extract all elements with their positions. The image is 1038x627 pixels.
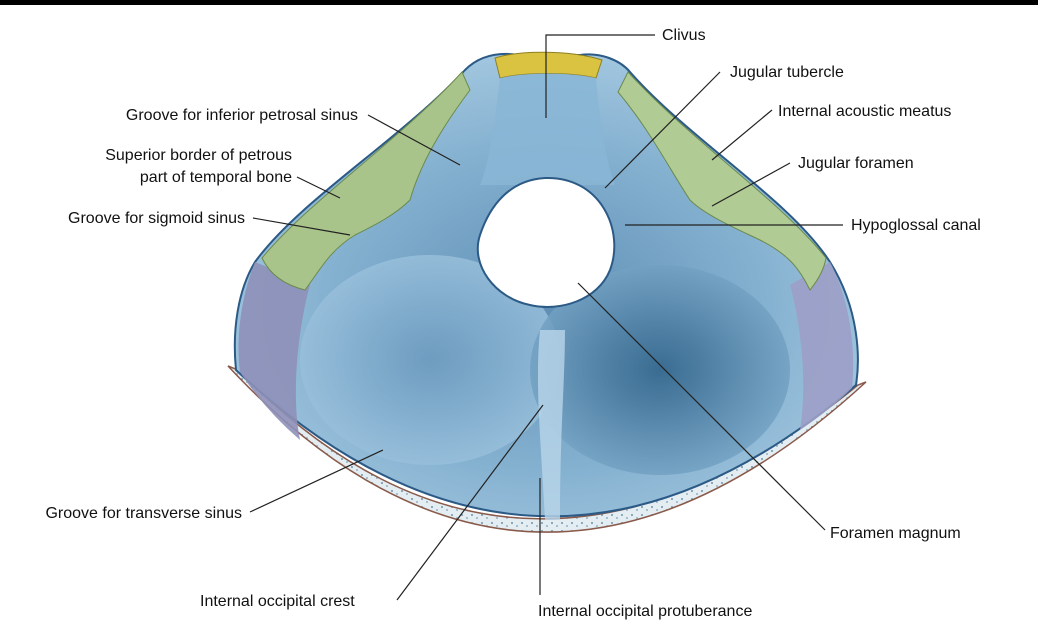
leader-clivus	[545, 34, 655, 118]
label-jugular-foramen: Jugular foramen	[798, 155, 914, 172]
leader-internal-occipital-crest	[396, 404, 544, 601]
cut-edge	[227, 365, 867, 533]
label-groove-sigmoid: Groove for sigmoid sinus	[68, 210, 245, 227]
label-jugular-tubercle: Jugular tubercle	[730, 64, 844, 81]
top-border	[0, 0, 1038, 5]
left-petrous-temporal	[261, 71, 471, 291]
left-cerebellar-fossa	[300, 255, 560, 465]
leader-internal-acoustic-meatus	[711, 109, 773, 161]
label-groove-transverse: Groove for transverse sinus	[45, 505, 242, 522]
right-parietal-strip	[790, 262, 854, 430]
label-superior-border-line1: Superior border of petrous	[105, 147, 292, 164]
label-internal-occipital-protuberance: Internal occipital protuberance	[538, 603, 752, 620]
leader-superior-border	[296, 176, 341, 199]
clivus	[480, 73, 615, 185]
label-internal-acoustic-meatus: Internal acoustic meatus	[778, 103, 951, 120]
leader-groove-sigmoid	[252, 217, 351, 236]
right-cerebellar-fossa	[530, 265, 790, 475]
foramen-magnum	[476, 176, 616, 308]
right-petrous-temporal	[617, 71, 827, 291]
leader-foramen-magnum	[577, 282, 826, 531]
left-parietal-strip	[238, 262, 310, 440]
internal-occipital-crest	[537, 330, 565, 520]
label-clivus: Clivus	[662, 27, 706, 44]
leader-jugular-tubercle	[604, 71, 721, 189]
label-foramen-magnum: Foramen magnum	[830, 525, 961, 542]
label-internal-occipital-crest: Internal occipital crest	[200, 593, 355, 610]
leader-groove-inferior-petrosal	[367, 114, 461, 166]
leader-jugular-foramen	[711, 162, 791, 207]
leader-groove-transverse	[249, 449, 384, 513]
label-hypoglossal-canal: Hypoglossal canal	[851, 217, 981, 234]
label-groove-inferior-petrosal: Groove for inferior petrosal sinus	[126, 107, 358, 124]
label-superior-border-line2: part of temporal bone	[140, 169, 292, 186]
